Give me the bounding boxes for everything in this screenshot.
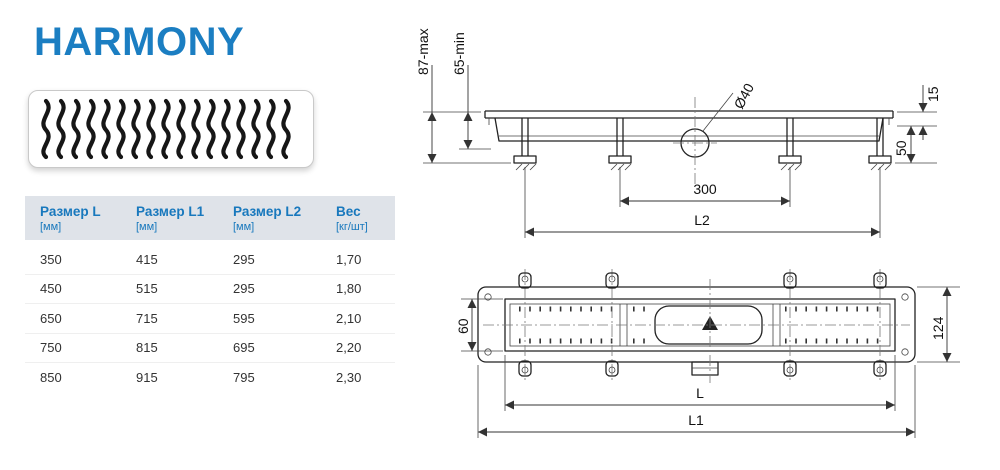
- dimension-l: [504, 355, 896, 411]
- cell-size-l: 350: [40, 251, 62, 267]
- col-label: Размер L: [40, 204, 101, 219]
- cell-weight: 2,10: [336, 310, 362, 326]
- drain-outlet: [673, 92, 734, 187]
- grate-preview: [28, 90, 314, 168]
- page-title: HARMONY: [34, 20, 245, 64]
- table-row: 350 415 295 1,70: [25, 245, 395, 275]
- center-lines: [483, 269, 910, 383]
- cell-size-l1: 715: [136, 310, 158, 326]
- table-header-row: Размер L [мм] Размер L1 [мм] Размер L2 […: [25, 196, 395, 240]
- dimension-edge-15: [897, 85, 937, 140]
- dim-label-60: 60: [455, 318, 471, 334]
- dim-label-height-max: 87-max: [415, 28, 431, 75]
- cell-size-l2: 295: [233, 251, 255, 267]
- cell-size-l1: 415: [136, 251, 158, 267]
- dimension-60: [461, 298, 503, 352]
- mounting-tabs: [518, 272, 887, 377]
- dim-label-300: 300: [693, 181, 717, 197]
- cell-size-l1: 515: [136, 281, 158, 297]
- col-header-weight: Вес [кг/шт]: [321, 204, 395, 233]
- dim-label-outlet-diameter: Ø40: [731, 80, 758, 111]
- mounting-feet: [513, 118, 892, 171]
- dim-label-124: 124: [930, 316, 946, 340]
- cell-size-l: 650: [40, 310, 62, 326]
- dimension-height-max: [423, 65, 511, 164]
- plan-view-drawing: 60 124 L L1: [455, 265, 990, 470]
- dim-label-l1: L1: [688, 412, 704, 428]
- col-unit: [кг/шт]: [336, 221, 368, 233]
- wave-pattern: [36, 97, 306, 161]
- side-view-drawing: Ø40 87-max 65-min 15: [415, 5, 990, 265]
- col-header-size-l1: Размер L1 [мм]: [121, 204, 218, 233]
- dimension-124: [917, 286, 960, 363]
- col-label: Размер L1: [136, 204, 205, 219]
- cell-weight: 1,80: [336, 281, 362, 297]
- col-header-size-l2: Размер L2 [мм]: [218, 204, 321, 233]
- cell-weight: 1,70: [336, 251, 362, 267]
- table-row: 650 715 595 2,10: [25, 304, 395, 334]
- cell-weight: 2,20: [336, 340, 362, 356]
- dimension-l1: [477, 365, 916, 438]
- dim-label-edge-15: 15: [925, 86, 941, 102]
- cell-size-l2: 295: [233, 281, 255, 297]
- center-opening: [654, 305, 763, 376]
- cell-size-l1: 915: [136, 370, 158, 386]
- plan-view-svg: 60 124 L L1: [455, 269, 960, 438]
- cell-size-l: 850: [40, 370, 62, 386]
- dimension-300: [619, 167, 791, 207]
- cell-size-l2: 595: [233, 310, 255, 326]
- channel-body: [484, 110, 894, 142]
- dim-label-l2: L2: [694, 212, 710, 228]
- table-row: 750 815 695 2,20: [25, 334, 395, 363]
- cell-weight: 2,30: [336, 370, 362, 386]
- col-unit: [мм]: [233, 221, 255, 233]
- dim-label-height-min: 65-min: [451, 32, 467, 75]
- table-row: 450 515 295 1,80: [25, 275, 395, 304]
- cell-size-l2: 695: [233, 340, 255, 356]
- dim-label-foot-50: 50: [893, 140, 909, 156]
- cell-size-l2: 795: [233, 370, 255, 386]
- cell-size-l: 450: [40, 281, 62, 297]
- dim-label-l: L: [696, 385, 704, 401]
- table-body: 350 415 295 1,70 450 515 295 1,80 650 71…: [25, 245, 395, 393]
- col-unit: [мм]: [136, 221, 158, 233]
- dimension-foot-50: [895, 126, 937, 164]
- side-view-svg: Ø40 87-max 65-min 15: [415, 28, 941, 238]
- col-label: Вес: [336, 204, 361, 219]
- cell-size-l1: 815: [136, 340, 158, 356]
- col-header-size-l: Размер L [мм]: [25, 204, 121, 233]
- dimension-l2: [524, 167, 881, 238]
- col-unit: [мм]: [40, 221, 62, 233]
- spec-table: Размер L [мм] Размер L1 [мм] Размер L2 […: [25, 196, 395, 393]
- cell-size-l: 750: [40, 340, 62, 356]
- table-row: 850 915 795 2,30: [25, 363, 395, 393]
- col-label: Размер L2: [233, 204, 302, 219]
- dimension-height-min: [459, 65, 491, 150]
